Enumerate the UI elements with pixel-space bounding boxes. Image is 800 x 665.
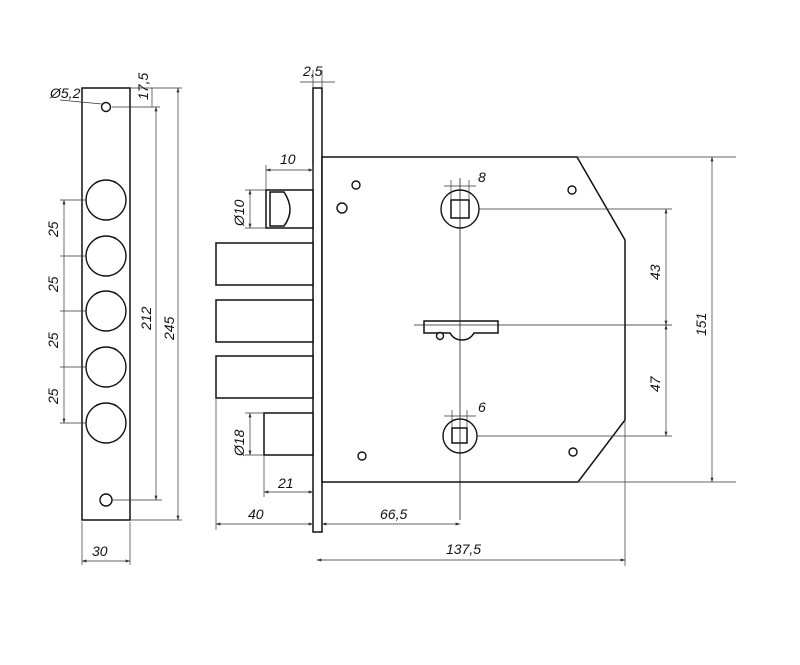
dim-faceplate-thickness: 2,5	[302, 63, 323, 79]
dim-strip-width: 30	[92, 543, 108, 559]
dim-spindle-to-key: 43	[647, 264, 663, 280]
bolt-1	[215, 242, 314, 286]
lock-dimensions: 2,5 10 Ø10 Ø18 21 40 66,5 137,5	[215, 63, 736, 566]
dim-strip-length: 245	[161, 316, 177, 341]
dim-case-width: 137,5	[446, 541, 481, 557]
strike-plate-dimensions: Ø5,2 17,5 25 25 25 25 212 245 30	[45, 73, 182, 565]
dim-bolt-spacing-2: 25	[45, 276, 61, 293]
dim-bolt-spacing-1: 25	[45, 221, 61, 238]
dim-bolt-spacing-3: 25	[45, 332, 61, 349]
bolt-2	[215, 299, 314, 343]
dim-bolt-spacing-4: 25	[45, 388, 61, 405]
dim-key-to-spindle: 47	[647, 375, 663, 392]
strike-plate	[81, 87, 131, 521]
dim-latch-diameter: Ø10	[231, 199, 247, 227]
screw-5	[568, 447, 578, 457]
keyhole-pin	[435, 331, 445, 341]
lock-body	[215, 87, 672, 533]
screw-2	[336, 202, 348, 214]
dim-case-height: 151	[693, 313, 709, 336]
spindle-square-lower	[451, 427, 468, 444]
dim-spindle-lower: 6	[478, 399, 486, 415]
mounting-hole-top	[100, 101, 112, 113]
bolt-3	[215, 355, 314, 399]
faceplate	[312, 87, 323, 533]
dim-backset: 66,5	[380, 506, 407, 522]
mounting-hole-bottom	[99, 493, 113, 507]
bolt-hole-4	[85, 346, 127, 388]
keyhole	[423, 320, 499, 341]
dim-pin-width: 21	[277, 475, 294, 491]
dim-bolt-throw: 40	[248, 506, 264, 522]
dim-pin-diameter: Ø18	[231, 429, 247, 457]
bolt-hole-3	[85, 290, 127, 332]
latch-bevel	[269, 191, 291, 227]
dim-hole-diameter: Ø5,2	[49, 85, 81, 101]
screw-4	[357, 451, 367, 461]
dim-spindle-upper: 8	[478, 169, 486, 185]
screw-3	[567, 185, 577, 195]
dim-hole-span: 212	[138, 306, 154, 331]
bolt-hole-1	[85, 179, 127, 221]
dim-top-offset: 17,5	[135, 73, 151, 100]
dim-latch-width: 10	[280, 151, 296, 167]
pin-bolt	[263, 412, 314, 456]
screw-1	[351, 180, 361, 190]
bolt-hole-2	[85, 235, 127, 277]
bolt-hole-5	[85, 402, 127, 444]
